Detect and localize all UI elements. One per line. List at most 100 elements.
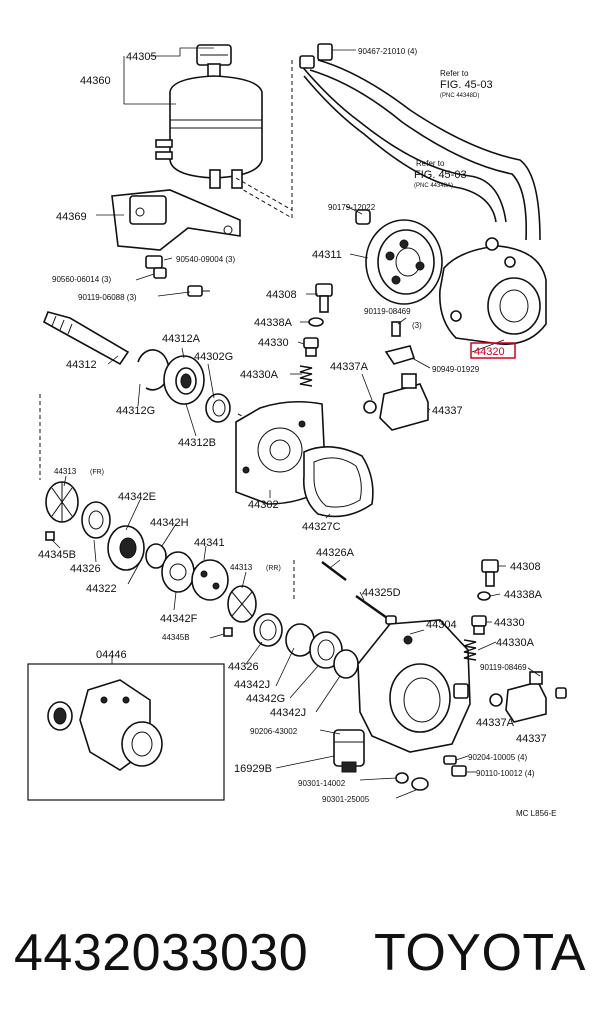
hose-lines [299,43,541,241]
label-44342G: 44342G [246,693,285,705]
seal-rear [285,623,359,679]
label-44308-upper: 44308 [266,289,297,301]
leader-lines [51,47,541,799]
label-44312A: 44312A [162,333,201,345]
label-ref1-line1: Refer to [440,69,469,78]
o-rings-bottom [395,772,429,791]
label-44304: 44304 [426,619,457,631]
cam-ring [161,551,195,593]
part-number: 4432033030 [14,924,309,982]
bolts-bottom-right [443,755,467,777]
label-16929B: 16929B [234,763,272,775]
reservoir-bracket [111,189,241,251]
union-fitting-upper [363,373,429,431]
vane-pump-assembly [439,237,547,345]
label-44338A-lower: 44338A [504,589,543,601]
label-44313-fr: 44313 [54,467,77,476]
label-90204-10005: 90204-10005 (4) [468,753,527,762]
gasket [302,446,374,518]
front-housing [357,619,471,753]
power-steering-pump-exploded-diagram: 44305 44360 44369 90540-09004 (3) 90560-… [27,43,567,818]
label-44312: 44312 [66,359,97,371]
label-90119-08469-lower: 90119-08469 [480,663,527,672]
label-90119-06088: 90119-06088 (3) [78,293,137,302]
label-44326-front: 44326 [70,563,101,575]
fitting-bolt-lower [481,559,499,587]
union-fitting-lower [489,671,567,723]
o-ring-middle [145,543,167,569]
pulley-nut [355,209,371,225]
label-90301-25005: 90301-25005 [322,795,370,804]
label-44338A-upper: 44338A [254,317,293,329]
part-labels: 44305 44360 44369 90540-09004 (3) 90560-… [38,47,556,818]
label-44305: 44305 [126,51,157,63]
label-90206-43002: 90206-43002 [250,727,298,736]
fitting-bolt-upper [315,283,333,313]
seal-ring [205,393,231,423]
label-44325D: 44325D [362,587,401,599]
label-90540-09004: 90540-09004 (3) [176,255,235,264]
label-44345B-rear: 44345B [162,633,190,642]
label-90301-14002: 90301-14002 [298,779,346,788]
label-44337-upper: 44337 [432,405,463,417]
label-ref2-line2: FIG. 45-03 [414,169,467,181]
pump-shaft [42,311,130,366]
dashed-leader-shaft [237,413,243,417]
label-44322: 44322 [86,583,117,595]
label-44302G: 44302G [194,351,233,363]
label-44360: 44360 [80,75,111,87]
label-44337A-lower: 44337A [476,717,515,729]
o-ring-upper [308,317,324,327]
stud-bolt [321,561,397,625]
label-44330A-upper: 44330A [240,369,279,381]
rear-snap-ring [253,613,283,647]
ball-bearing [163,355,205,405]
label-90467-21010: 90467-21010 (4) [358,47,417,56]
rotor-rear [227,585,257,623]
label-ref1-line3: (PNC 44348D) [440,93,479,99]
label-44342J-second: 44342J [270,707,306,719]
label-44313-fr-note: (FR) [90,469,104,476]
o-ring-lower [477,591,491,601]
label-44308-lower: 44308 [510,561,541,573]
front-plate [107,525,145,571]
label-90110-10012: 90110-10012 (4) [476,769,535,778]
label-44320-highlighted: 44320 [474,346,505,358]
snap-ring [137,349,170,391]
label-44302: 44302 [248,499,279,511]
label-ref2-line3: (PNC 44348A) [414,183,453,189]
label-90560-06014: 90560-06014 (3) [52,275,111,284]
label-90949-01929: 90949-01929 [432,365,480,374]
bolts-and-nuts-left [145,255,210,297]
label-44342E: 44342E [118,491,156,503]
side-plate-front [81,501,111,539]
dashed-leader-reservoir [239,60,293,219]
label-44326A: 44326A [316,547,355,559]
label-44330A-lower: 44330A [496,637,535,649]
label-diagram-code: MC L856-E [516,809,556,818]
pin-rear [223,627,233,637]
label-ref1-line2: FIG. 45-03 [440,79,493,91]
label-44313-rr-note: (RR) [266,565,281,572]
spring-upper [299,365,313,387]
label-44312G: 44312G [116,405,155,417]
footer: 4432033030 TOYOTA [14,918,586,988]
label-90119-08469-qty: (3) [412,321,422,330]
rotor-front [45,481,79,523]
reservoir-tank [155,44,263,189]
pulley [365,219,443,305]
label-44313-rr: 44313 [230,563,253,572]
label-44311: 44311 [312,249,342,261]
label-44330-lower: 44330 [494,617,525,629]
label-44342F: 44342F [160,613,198,625]
label-44312B: 44312B [178,437,216,449]
brand-name: TOYOTA [374,924,586,982]
label-90119-08469-upper: 90119-08469 [364,307,411,316]
label-44369: 44369 [56,211,87,223]
label-44330-upper: 44330 [258,337,289,349]
pressure-switch [333,729,365,773]
label-04446: 04446 [96,649,127,661]
label-44337A-upper: 44337A [330,361,369,373]
pressure-plate [191,559,229,601]
label-44337-lower: 44337 [516,733,547,745]
